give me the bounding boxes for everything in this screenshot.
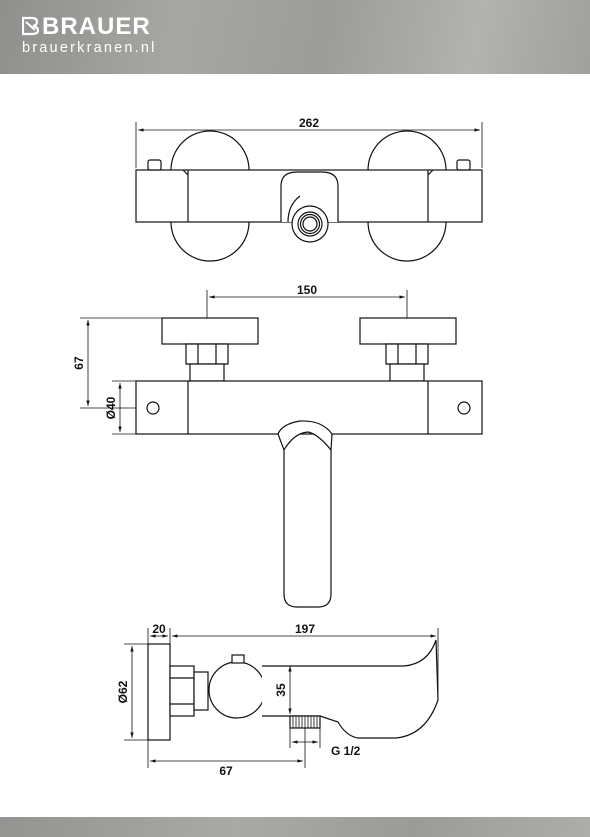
top-view — [135, 122, 483, 262]
dim-20-label: 20 — [152, 622, 166, 636]
front-view — [80, 290, 483, 608]
brauer-logo-icon — [22, 16, 40, 36]
dim-197-label: 197 — [295, 622, 315, 636]
dim-150-label: 150 — [297, 283, 317, 297]
footer-banner — [0, 817, 590, 837]
dim-35-label: 35 — [274, 683, 288, 697]
dim-262-label: 262 — [299, 116, 319, 130]
dim-diameter-40-label: Ø40 — [104, 396, 118, 419]
dim-67-height-label: 67 — [72, 356, 86, 370]
brand-url: brauerkranen.nl — [22, 40, 157, 56]
dim-67-bottom-label: 67 — [219, 764, 233, 778]
brand-name: BRAUER — [42, 13, 151, 40]
header-banner — [0, 0, 590, 74]
dim-diameter-62-label: Ø62 — [116, 680, 130, 703]
side-view — [124, 628, 439, 768]
dim-thread-label: G 1/2 — [331, 744, 361, 758]
